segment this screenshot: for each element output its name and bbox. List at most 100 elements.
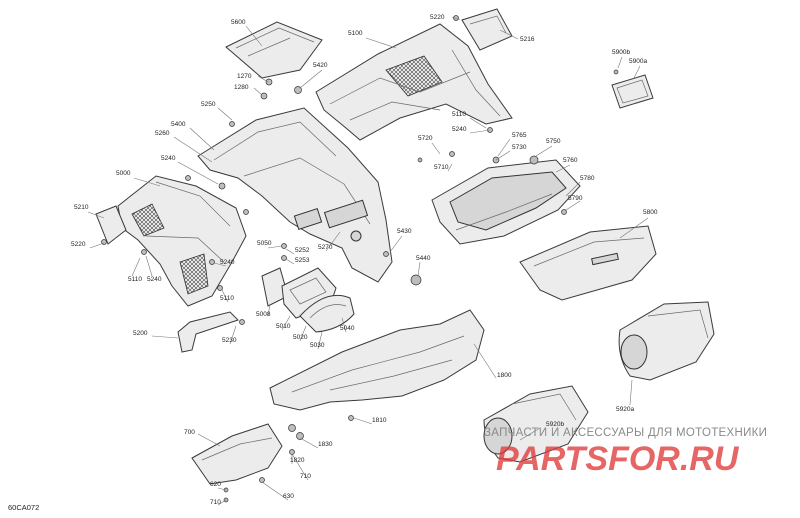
leader-lines [87, 16, 649, 506]
leader-line [213, 262, 227, 267]
leader-line [353, 417, 373, 425]
callout-label: 5220 [71, 241, 86, 248]
callout-label: 5008 [256, 311, 271, 318]
leader-line [341, 317, 347, 333]
leader-line [299, 437, 319, 449]
diagram-code: 60CA072 [8, 503, 39, 512]
callout-label: 5420 [313, 62, 328, 69]
leader-line [281, 315, 291, 331]
leader-line [497, 138, 511, 157]
callout-label: 5040 [340, 325, 355, 332]
callout-label: 5400 [171, 121, 186, 128]
callout-label: 5240 [452, 126, 467, 133]
leader-line [131, 257, 141, 277]
leader-line [285, 258, 295, 265]
leader-line [469, 129, 491, 134]
watermark-brand: PARTSFOR.RU [496, 440, 740, 478]
part-top-console [315, 23, 513, 141]
leader-line [451, 16, 461, 21]
callout-label: 5900a [629, 58, 647, 65]
callout-label: 5600 [231, 19, 246, 26]
leader-line [133, 177, 161, 187]
leader-line [229, 325, 237, 345]
callout-label: 1800 [497, 372, 512, 379]
leader-line [417, 261, 421, 277]
callout-label: 1270 [237, 73, 252, 80]
callout-label: 5260 [155, 130, 170, 137]
leader-line [267, 303, 271, 317]
leader-line [145, 255, 153, 277]
watermark-tagline: ЗАПЧАСТИ И АКСЕССУАРЫ ДЛЯ МОТОТЕХНИКИ [484, 427, 767, 439]
callout-label: 5900b [612, 49, 630, 56]
callout-label: 700 [184, 429, 195, 436]
callout-label: 710 [300, 473, 311, 480]
part-gauge-bezel [299, 294, 355, 333]
leader-line [253, 87, 263, 96]
callout-label: 5110 [220, 295, 234, 302]
part-floor-console [269, 309, 485, 411]
callout-label: 5920b [546, 421, 564, 428]
leader-line [389, 235, 403, 253]
leader-line [291, 453, 309, 481]
leader-line [565, 200, 581, 211]
leader-line [317, 331, 323, 350]
callout-label: 5765 [512, 132, 527, 139]
leader-line [633, 65, 641, 79]
callout-label: 5240 [220, 259, 235, 266]
part-storage-tray [431, 159, 581, 245]
leader-line [177, 161, 219, 185]
leader-line [197, 433, 221, 447]
leader-line [217, 107, 233, 121]
callout-label: 5200 [133, 330, 148, 337]
leader-line [173, 136, 213, 163]
callout-label: 5050 [257, 240, 272, 247]
part-dash-frame [197, 107, 393, 283]
leader-line [565, 181, 581, 197]
callout-label: 5230 [222, 337, 237, 344]
callout-label: 5110 [128, 276, 142, 283]
part-handle-bracket [177, 311, 239, 353]
part-seat-cover-front [618, 301, 715, 381]
callout-label: 5252 [295, 247, 310, 254]
leader-line [245, 25, 263, 47]
callout-label: 1830 [318, 441, 333, 448]
leader-line [221, 289, 229, 303]
leader-line [189, 127, 215, 151]
leader-line [619, 217, 649, 239]
callout-label: 5210 [74, 204, 89, 211]
part-left-side-panel [117, 175, 247, 307]
callout-label: 620 [210, 481, 221, 488]
leader-line [469, 117, 487, 129]
leader-line [555, 164, 571, 173]
callout-label: 5430 [397, 228, 412, 235]
callout-label: 5250 [201, 101, 216, 108]
callout-label: 5253 [295, 257, 310, 264]
leader-line [257, 75, 269, 83]
callout-label: 5780 [580, 175, 595, 182]
callout-label: 5010 [276, 323, 291, 330]
callout-label: 5220 [430, 14, 445, 21]
callout-label: 5750 [546, 138, 561, 145]
part-small-lid [461, 8, 513, 51]
callout-label: 5270 [318, 244, 333, 251]
callout-label: 5730 [512, 144, 527, 151]
leader-line [217, 487, 227, 491]
callout-label: 5100 [348, 30, 363, 37]
callout-label: 5110 [452, 111, 466, 118]
callout-label: 5020 [293, 334, 308, 341]
leader-line [89, 242, 105, 249]
leader-line [365, 37, 397, 49]
part-side-panel [519, 225, 657, 301]
leader-line [217, 499, 227, 506]
callout-label: 630 [283, 493, 294, 500]
callout-label: 5760 [563, 157, 578, 164]
leader-line [267, 245, 283, 249]
leader-line [285, 248, 295, 255]
callout-label: 1810 [372, 417, 387, 424]
leader-line [499, 29, 519, 40]
leader-line [447, 163, 453, 172]
callout-label: 5000 [116, 170, 131, 177]
part-upper-cover [225, 21, 323, 79]
